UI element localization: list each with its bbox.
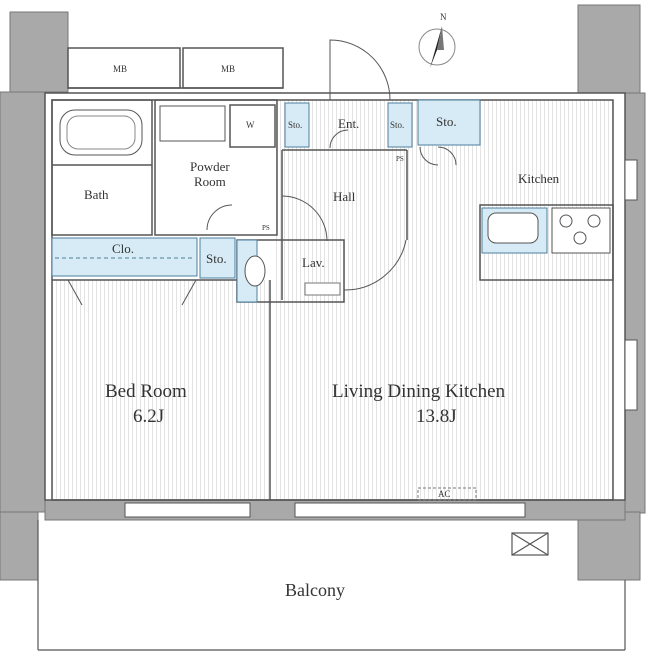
bedroom-floor bbox=[52, 280, 270, 500]
kitchen-label: Kitchen bbox=[518, 171, 560, 186]
bedroom-label: Bed Room bbox=[105, 381, 187, 402]
powder-room-label: Powder Room bbox=[190, 159, 230, 189]
washbasin-icon bbox=[159, 105, 226, 142]
bath-label: Bath bbox=[84, 187, 109, 202]
sto-kitchen-area bbox=[417, 99, 481, 146]
stove-icon bbox=[551, 207, 611, 254]
balcony-area bbox=[37, 520, 626, 651]
lav-label: Lav. bbox=[302, 255, 325, 270]
ldk-size-label: 13.8J bbox=[416, 406, 457, 427]
balcony-label: Balcony bbox=[285, 580, 345, 600]
north-label: N bbox=[440, 12, 447, 22]
sto-ent-right-area bbox=[387, 102, 413, 148]
north-arrow-icon bbox=[418, 26, 456, 68]
hall-label: Hall bbox=[333, 189, 356, 204]
bedroom-size-label: 6.2J bbox=[133, 406, 165, 427]
ldk-label: Living Dining Kitchen bbox=[332, 381, 506, 402]
hall-floor bbox=[282, 150, 407, 235]
sto-ent-right-label: Sto. bbox=[390, 120, 405, 130]
doors bbox=[67, 39, 457, 306]
inner-walls bbox=[44, 47, 626, 501]
closet-area bbox=[51, 237, 198, 277]
sto-ent-left-area bbox=[284, 102, 310, 148]
toilet-icon bbox=[244, 255, 266, 287]
bathtub-icon bbox=[59, 109, 143, 156]
closet-label: Clo. bbox=[112, 241, 135, 256]
sto-bed-label: Sto. bbox=[206, 251, 227, 266]
ac-label: AC bbox=[438, 489, 451, 499]
ps-label-2: PS bbox=[262, 224, 270, 232]
ps-label-1: PS bbox=[396, 155, 404, 163]
floor-areas bbox=[52, 100, 613, 500]
sto-bed-area bbox=[199, 237, 236, 279]
sto-kitchen-label: Sto. bbox=[436, 114, 457, 129]
mb-label-1: MB bbox=[113, 64, 128, 74]
mb-label-2: MB bbox=[221, 64, 236, 74]
ent-label: Ent. bbox=[338, 116, 360, 131]
w-label: W bbox=[246, 120, 255, 130]
sto-ent-left-label: Sto. bbox=[288, 120, 303, 130]
windows bbox=[124, 159, 638, 518]
